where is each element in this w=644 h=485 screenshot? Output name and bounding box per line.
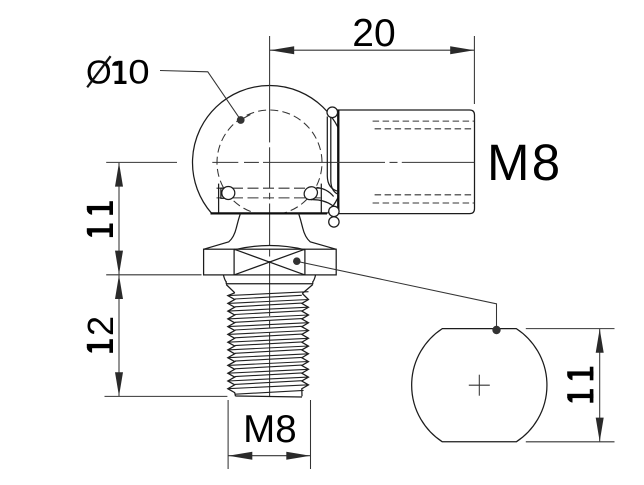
svg-text:M8: M8: [243, 408, 296, 451]
svg-text:2: 2: [80, 316, 121, 336]
svg-text:M8: M8: [487, 134, 562, 191]
svg-text:20: 20: [352, 12, 395, 55]
svg-text:0: 0: [128, 53, 149, 91]
